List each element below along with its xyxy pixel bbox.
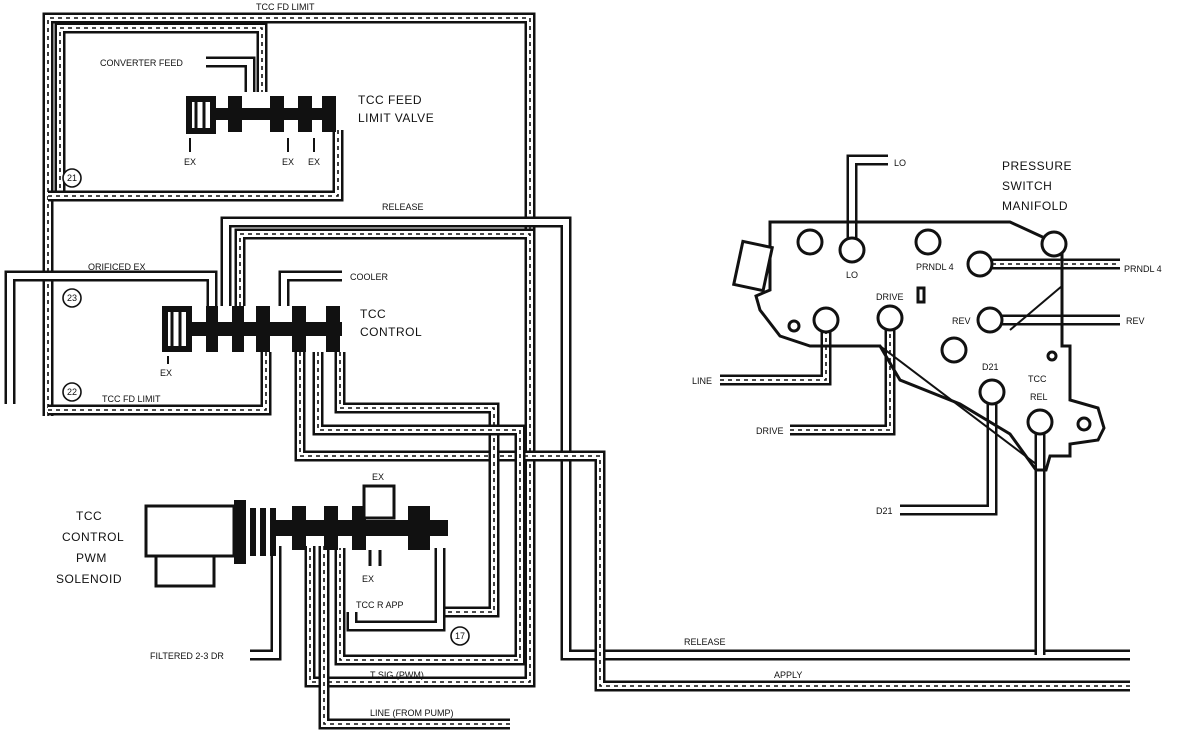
label-drive-left: DRIVE [756,426,784,436]
label-tcc-feed-limit-valve-2: LIMIT VALVE [358,111,434,125]
label-prndl4-port: PRNDL 4 [916,262,954,272]
label-pwm-solenoid-1: TCC [76,509,102,523]
label-ex-pwm-bottom: EX [362,574,374,584]
label-tcc-rel-1: TCC [1028,374,1047,384]
pressure-switch-manifold [731,220,1106,472]
label-rev-right: REV [1126,316,1145,326]
label-tcc-fd-limit-bottom: TCC FD LIMIT [102,394,161,404]
passage-solenoid-loop [346,548,446,632]
label-orificed-ex: ORIFICED EX [88,262,146,272]
passage-lo [846,154,888,244]
label-prndl4-right: PRNDL 4 [1124,264,1162,274]
label-ex-c: EX [308,157,320,167]
label-filtered-23-dr: FILTERED 2-3 DR [150,651,224,661]
label-ex-b: EX [282,157,294,167]
tcc-feed-limit-valve [186,96,336,152]
label-converter-feed: CONVERTER FEED [100,58,183,68]
label-line-from-pump: LINE (FROM PUMP) [370,708,454,718]
label-d21-port: D21 [982,362,999,372]
label-psm-3: MANIFOLD [1002,199,1068,213]
label-lo-port: LO [846,270,858,280]
label-psm-1: PRESSURE [1002,159,1072,173]
passage-tcc-control-to-pwm [334,352,500,618]
label-psm-2: SWITCH [1002,179,1052,193]
label-rev-port: REV [952,316,971,326]
fluid-passages [4,12,1130,730]
label-tcc-control-2: CONTROL [360,325,422,339]
circle-22: 22 [67,387,77,397]
tcc-control-valve [162,306,342,364]
label-apply: APPLY [774,670,802,680]
circle-23: 23 [67,293,77,303]
label-pwm-solenoid-3: PWM [76,551,107,565]
label-ex-pwm-top: EX [372,472,384,482]
label-tcc-feed-limit-valve-1: TCC FEED [358,93,422,107]
label-release-top: RELEASE [382,202,424,212]
label-tcc-r-app: TCC R APP [356,600,404,610]
label-line-left: LINE [692,376,712,386]
tcc-pwm-solenoid [144,484,448,588]
label-tcc-rel-2: REL [1030,392,1048,402]
label-d21-bottom: D21 [876,506,893,516]
callout-circles: 21 23 22 17 [62,168,470,646]
label-ex-control: EX [160,368,172,378]
passage-cooler [278,270,342,306]
passage-converter-feed [206,56,256,92]
label-ex-a: EX [184,157,196,167]
circle-21: 21 [67,173,77,183]
label-t-sig-pwm: T SIG (PWM) [370,670,424,680]
label-pwm-solenoid-4: SOLENOID [56,572,122,586]
passage-line-to-manifold [720,330,832,386]
label-pwm-solenoid-2: CONTROL [62,530,124,544]
passage-filtered-23-dr [250,546,282,661]
label-lo-top: LO [894,158,906,168]
diagram-labels: TCC FD LIMIT CONVERTER FEED TCC FEED LIM… [56,2,1162,718]
label-cooler: COOLER [350,272,389,282]
label-release-bottom: RELEASE [684,637,726,647]
circle-17: 17 [455,631,465,641]
label-tcc-fd-limit-top: TCC FD LIMIT [256,2,315,12]
label-tcc-control-1: TCC [360,307,386,321]
passage-line-from-pump [318,546,510,730]
label-drive-port: DRIVE [876,292,904,302]
